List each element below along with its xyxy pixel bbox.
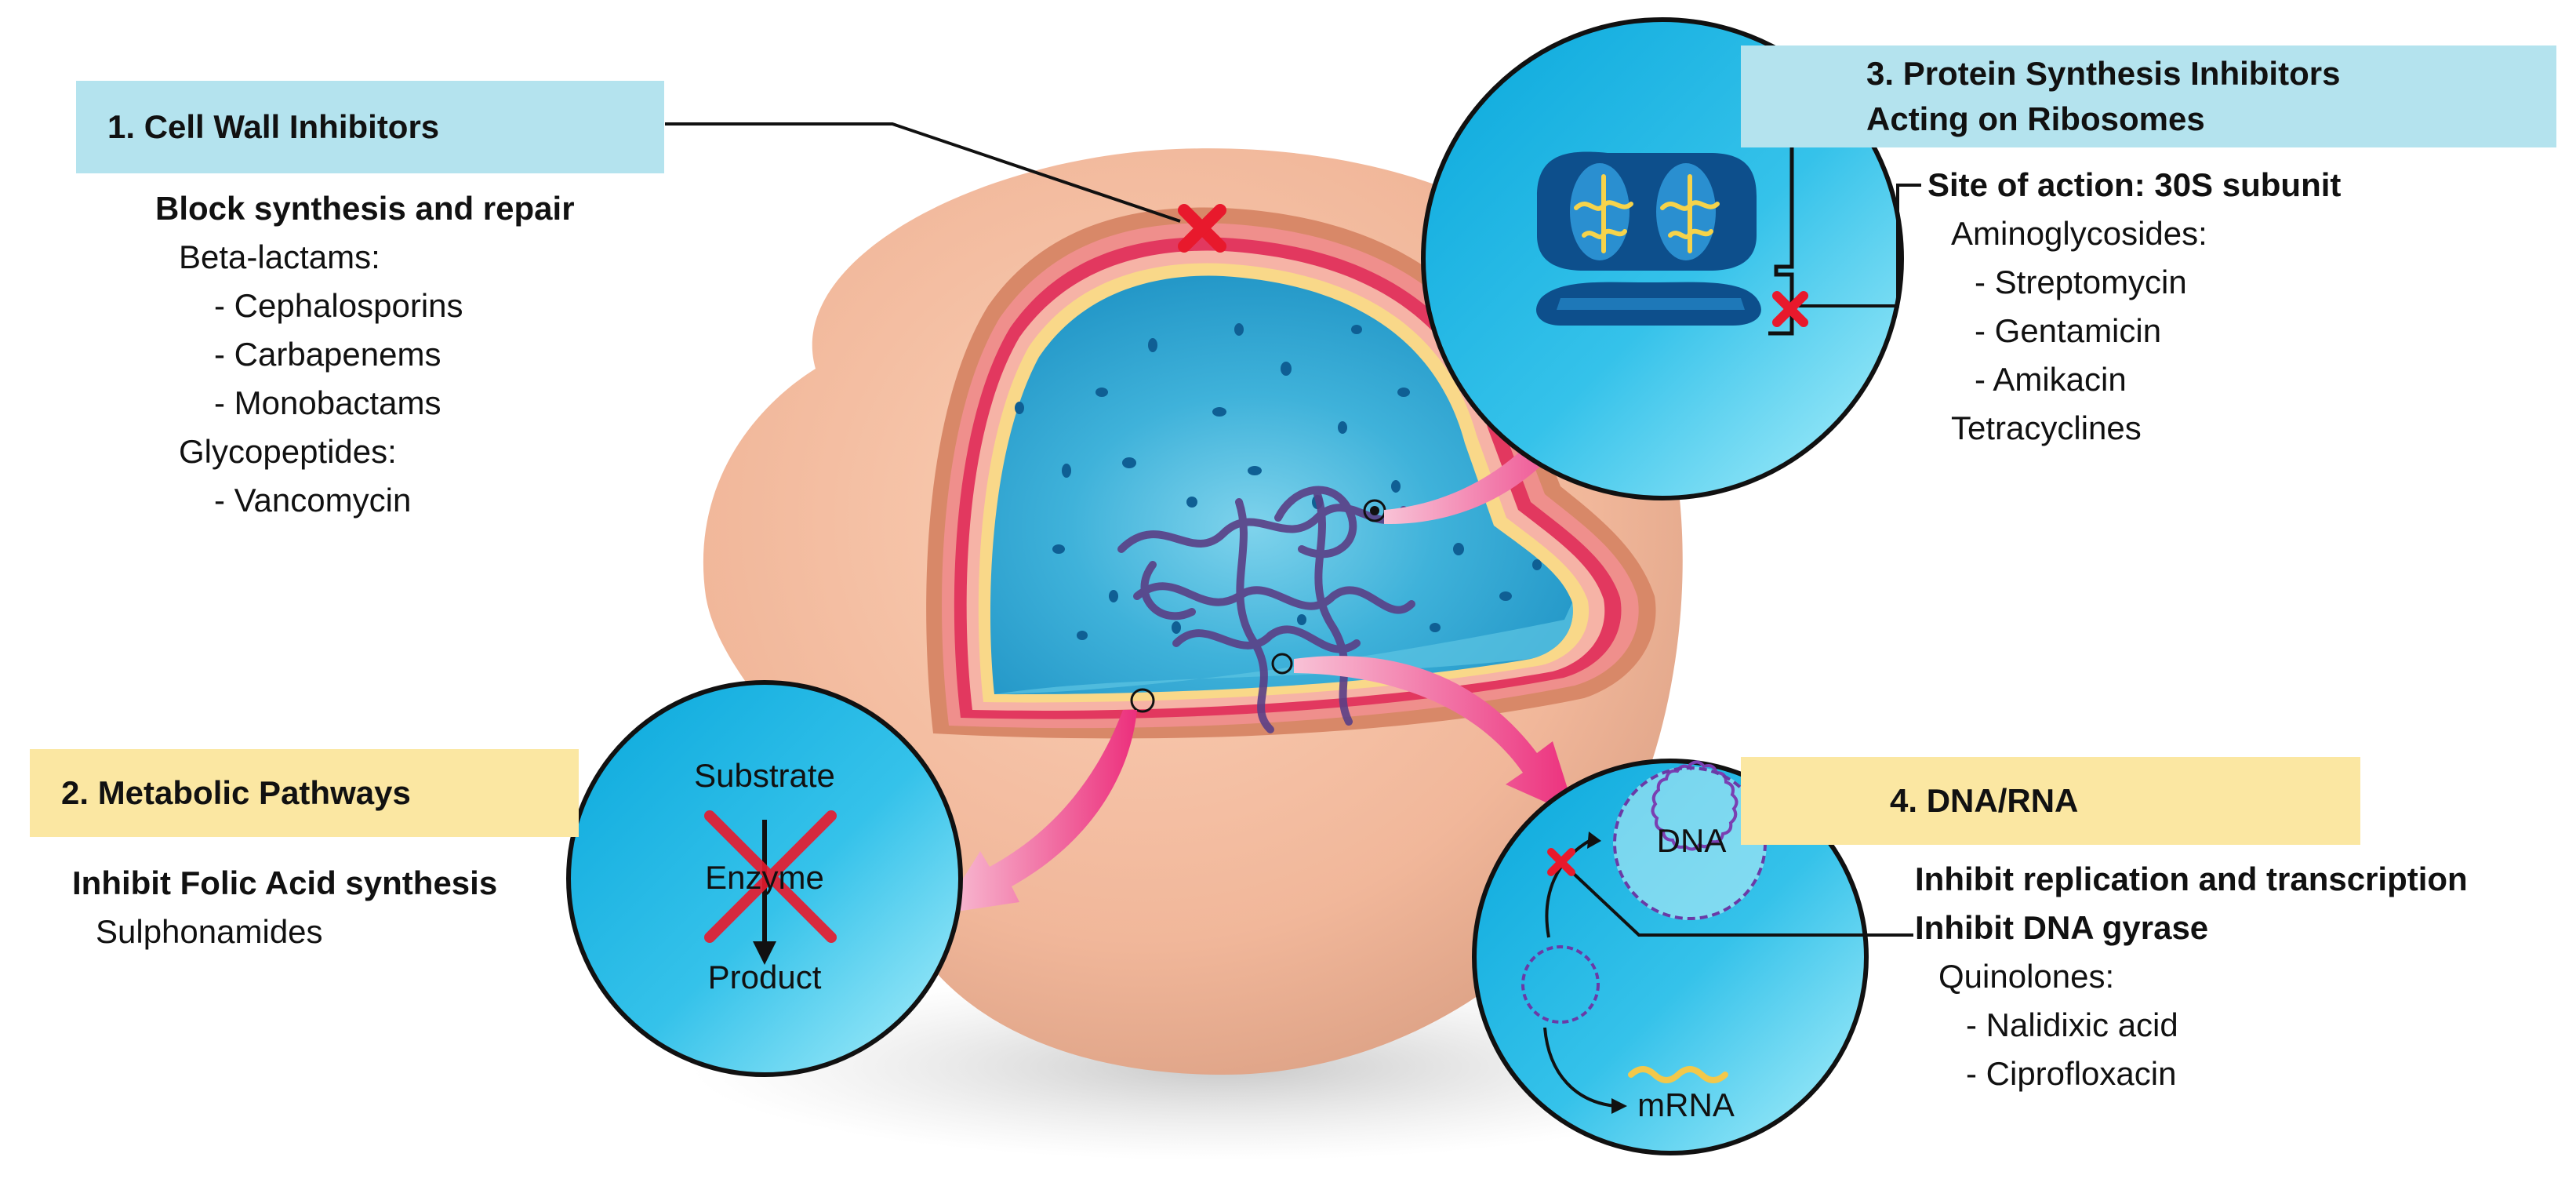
dna-title: 4. DNA/RNA [1890, 782, 2079, 819]
protein-title-box: 3. Protein Synthesis Inhibitors Acting o… [1741, 45, 2556, 147]
protein-title-line1: 3. Protein Synthesis Inhibitors [1866, 55, 2341, 92]
protein-title-line2: Acting on Ribosomes [1866, 100, 2205, 137]
dna-marker [1271, 653, 1293, 675]
arrow-to-dna [1294, 656, 1576, 816]
dna-heading-2: Inhibit DNA gyrase [1915, 909, 2209, 946]
ribosome-icon [1536, 151, 1761, 326]
cell-wall-cross-mark-icon [1178, 204, 1226, 253]
cell-wall-title-box: 1. Cell Wall Inhibitors [76, 81, 664, 173]
dna-text: Inhibit replication and transcription In… [1915, 855, 2468, 1098]
cell-wall-text: Block synthesis and repair Beta-lactams:… [155, 184, 575, 525]
list-item: - Carbapenems [214, 336, 441, 373]
list-item: - Gentamicin [1975, 312, 2162, 349]
list-item: - Streptomycin [1975, 264, 2187, 300]
list-item: - Nalidixic acid [1966, 1006, 2178, 1043]
cell-wall-leader-line [665, 122, 1181, 223]
transcription-arrow [1543, 1027, 1616, 1108]
list-item: Aminoglycosides: [1951, 215, 2207, 252]
list-item: - Cephalosporins [214, 287, 463, 324]
protein-heading: Site of action: 30S subunit [1927, 166, 2342, 203]
metabolic-cross-mark-icon [704, 810, 837, 943]
substrate-label: Substrate [694, 757, 835, 794]
metabolic-heading: Inhibit Folic Acid synthesis [72, 864, 498, 901]
list-item: - Monobactams [214, 384, 441, 421]
list-item: Glycopeptides: [179, 433, 397, 470]
ribosome-cross-mark-icon [1772, 291, 1808, 327]
enzyme-label: Enzyme [705, 859, 824, 896]
list-item: Quinolones: [1938, 958, 2115, 995]
metabolic-text: Inhibit Folic Acid synthesis Sulphonamid… [72, 859, 497, 956]
replication-arrow [1545, 838, 1593, 938]
ribosome-leader-line [1792, 184, 1921, 307]
product-label: Product [707, 959, 822, 995]
list-item: Tetracyclines [1951, 409, 2142, 446]
nucleoid-dna [1117, 486, 1415, 733]
dna-title-box: 4. DNA/RNA [1741, 757, 2360, 845]
mrna-icon [1628, 1066, 1728, 1083]
list-item: - Amikacin [1975, 361, 2127, 398]
dna-inset-circle [1472, 759, 1869, 1155]
metabolic-marker [1130, 688, 1155, 713]
cytoplasm [990, 275, 1573, 695]
protein-text: Site of action: 30S subunit Aminoglycosi… [1927, 161, 2341, 453]
list-item: - Vancomycin [214, 482, 412, 519]
cell-wall-heading: Block synthesis and repair [155, 190, 575, 227]
list-item: Beta-lactams: [179, 238, 380, 275]
mrna-label: mRNA [1637, 1086, 1735, 1123]
dna-cross-mark-icon [1547, 848, 1575, 876]
cell-wall-title: 1. Cell Wall Inhibitors [107, 108, 440, 145]
dna-leader-line [1559, 860, 1913, 937]
metabolic-title-box: 2. Metabolic Pathways [30, 749, 579, 837]
list-item: Sulphonamides [96, 913, 323, 950]
dna-heading-1: Inhibit replication and transcription [1915, 861, 2468, 897]
metabolic-title: 2. Metabolic Pathways [61, 774, 411, 811]
list-item: - Ciprofloxacin [1966, 1055, 2177, 1092]
dna-label: DNA [1656, 822, 1727, 859]
